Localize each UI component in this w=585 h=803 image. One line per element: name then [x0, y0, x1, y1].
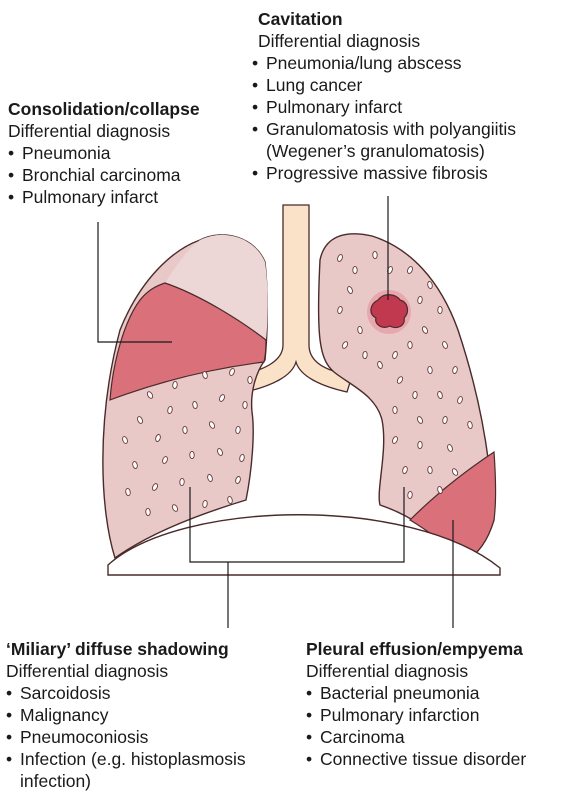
list-item: Bronchial carcinoma — [8, 164, 200, 186]
list-item: Carcinoma — [306, 726, 526, 748]
pleural-subtitle: Differential diagnosis — [306, 660, 526, 682]
nodule — [180, 478, 185, 485]
consolidation-block: Consolidation/collapse Differential diag… — [8, 98, 200, 208]
consolidation-subtitle: Differential diagnosis — [8, 120, 200, 142]
nodule — [438, 306, 443, 313]
pleural-title: Pleural effusion/empyema — [306, 638, 526, 660]
list-item: Infection (e.g. histoplasmosis — [6, 748, 246, 770]
list-item: Pneumonia — [8, 142, 200, 164]
nodule — [353, 266, 357, 273]
pleural-list: Bacterial pneumonia Pulmonary infarction… — [306, 682, 526, 770]
nodule — [172, 381, 177, 389]
list-item: Pneumonia/lung abscess — [252, 52, 516, 74]
nodule — [248, 376, 253, 383]
list-item: Bacterial pneumonia — [306, 682, 526, 704]
list-item: Pulmonary infarct — [8, 186, 200, 208]
list-item: Pulmonary infarction — [306, 704, 526, 726]
nodule — [373, 251, 378, 258]
nodule — [412, 391, 417, 399]
pleural-block: Pleural effusion/empyema Differential di… — [306, 638, 526, 770]
nodule — [235, 426, 240, 434]
cavitation-subtitle: Differential diagnosis — [258, 30, 516, 52]
list-item: Granulomatosis with polyangiitis — [252, 118, 516, 140]
list-item: Progressive massive fibrosis — [252, 162, 516, 184]
cavitation-title: Cavitation — [258, 8, 516, 30]
nodule — [427, 366, 432, 374]
cavitation-block: Cavitation Differential diagnosis Pneumo… — [258, 8, 516, 184]
miliary-list: Sarcoidosis Malignancy Pneumoconiosis In… — [6, 682, 246, 792]
list-item: Pulmonary infarct — [252, 96, 516, 118]
list-item: Lung cancer — [252, 74, 516, 96]
nodule — [427, 466, 432, 474]
nodule — [362, 351, 367, 359]
list-item-continuation: (Wegener’s granulomatosis) — [252, 140, 516, 162]
nodule — [145, 508, 150, 516]
nodule — [418, 441, 423, 448]
consolidation-list: Pneumonia Bronchial carcinoma Pulmonary … — [8, 142, 200, 208]
nodule — [243, 401, 248, 408]
cavitation-list: Pneumonia/lung abscess Lung cancer Pulmo… — [252, 52, 516, 184]
list-item: Pneumoconiosis — [6, 726, 246, 748]
nodule — [182, 426, 187, 434]
miliary-block: ‘Miliary’ diffuse shadowing Differential… — [6, 638, 246, 792]
list-item-continuation: infection) — [6, 770, 246, 792]
list-item: Connective tissue disorder — [306, 748, 526, 770]
consolidation-title: Consolidation/collapse — [8, 98, 200, 120]
list-item: Malignancy — [6, 704, 246, 726]
miliary-subtitle: Differential diagnosis — [6, 660, 246, 682]
nodule — [190, 451, 195, 458]
nodule — [393, 406, 398, 413]
list-item: Sarcoidosis — [6, 682, 246, 704]
nodule — [408, 341, 413, 348]
miliary-title: ‘Miliary’ diffuse shadowing — [6, 638, 246, 660]
nodule — [407, 491, 412, 499]
